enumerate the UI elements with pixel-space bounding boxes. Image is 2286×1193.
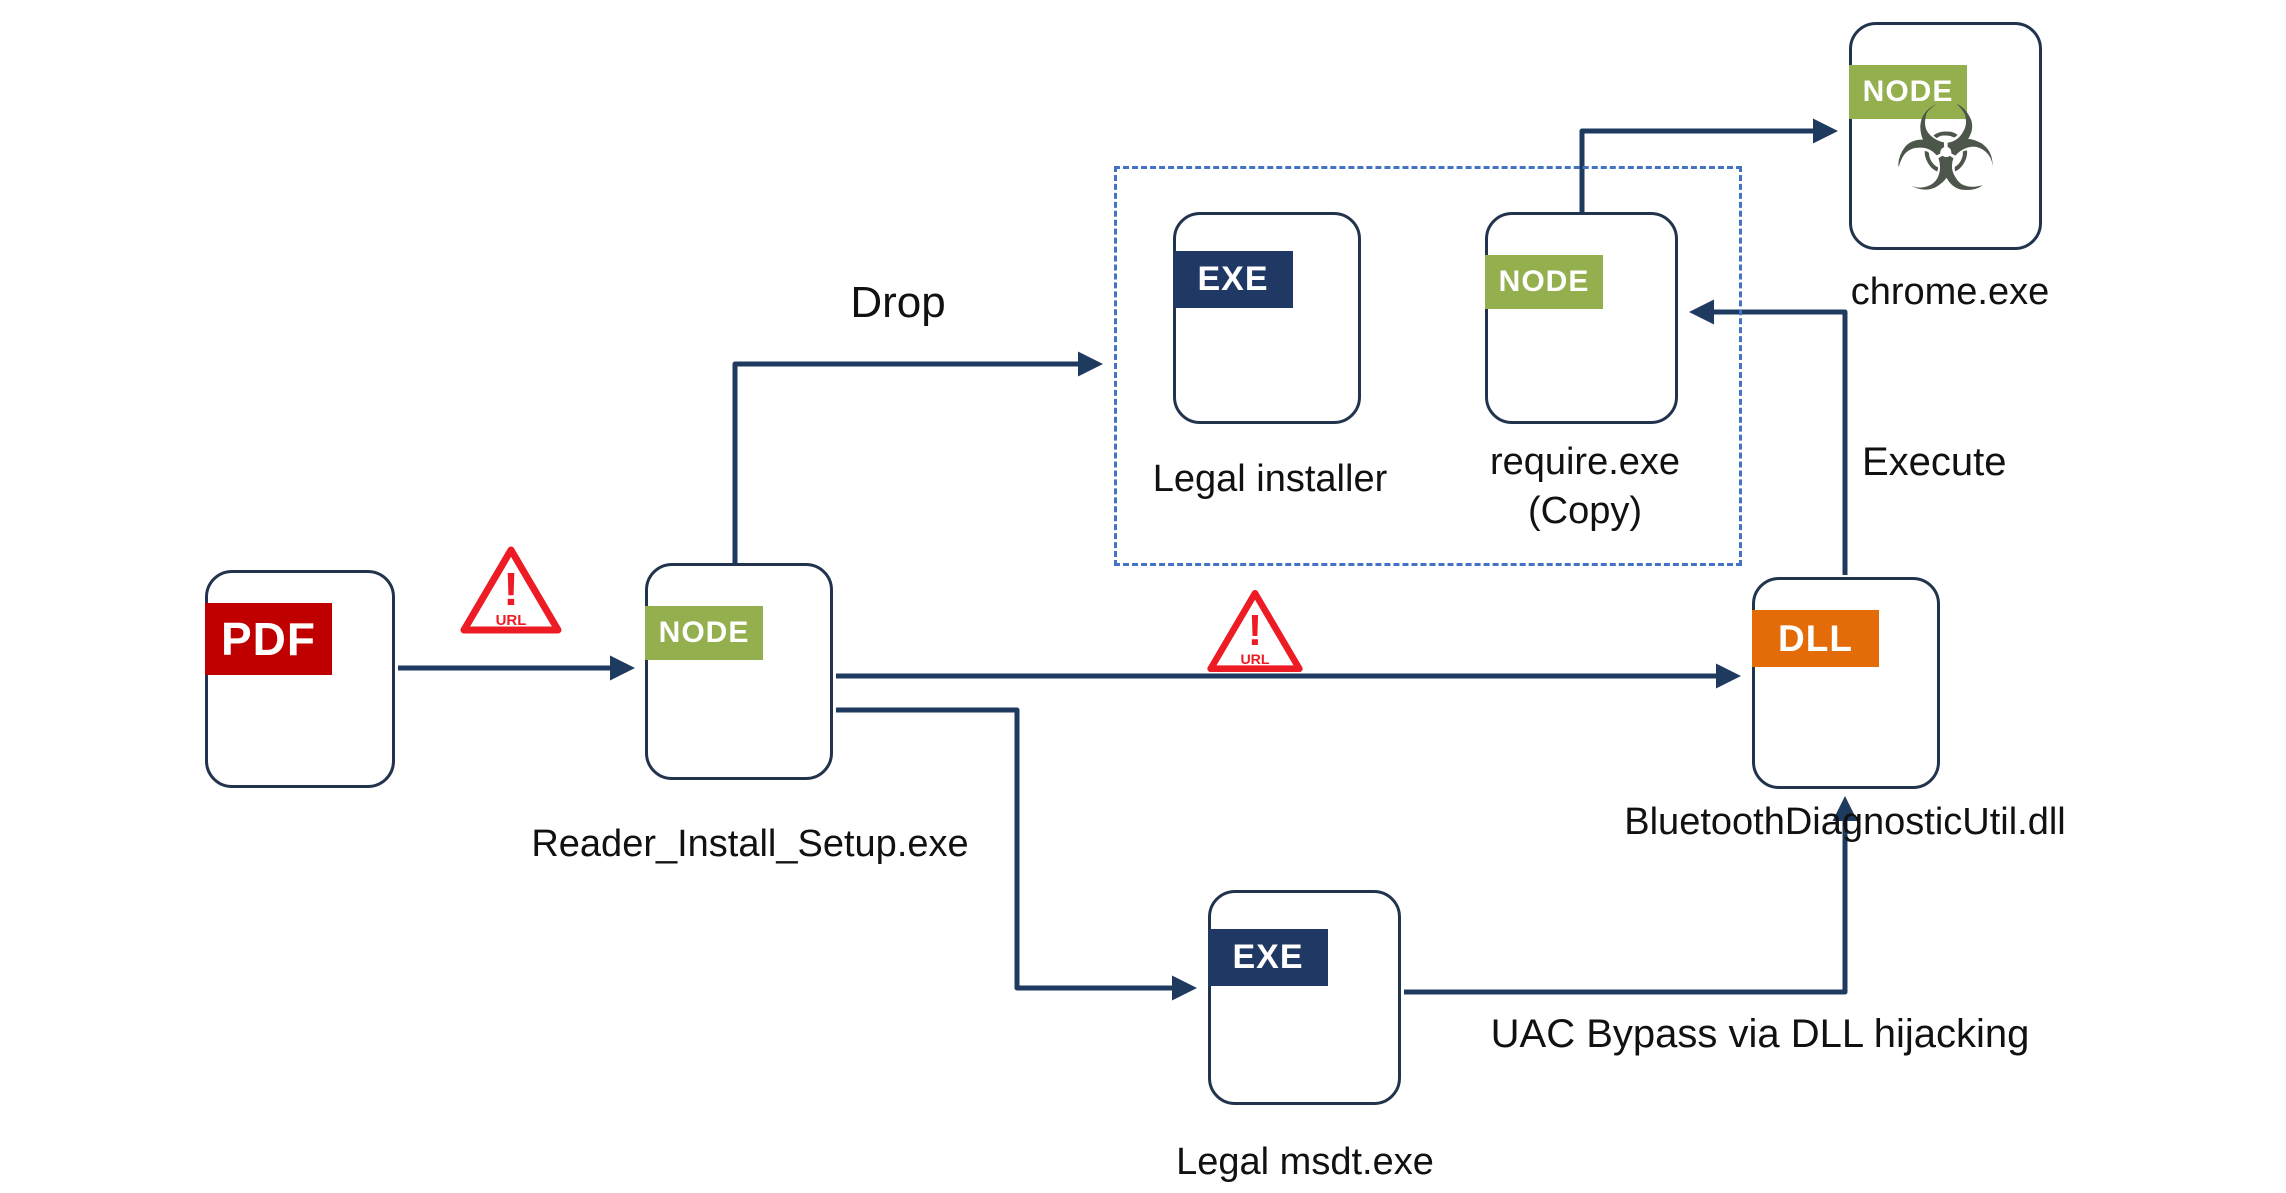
biohazard-icon: ☣ (1892, 84, 1999, 216)
url-warning-icon: ! URL (460, 546, 562, 634)
arrow-drop-to-region (732, 351, 1103, 566)
url-warning-icon: ! URL (1207, 589, 1303, 673)
reader-install-label: Reader_Install_Setup.exe (531, 823, 969, 865)
drop-edge-label: Drop (850, 278, 946, 327)
arrow-execute-dll-to-require (1689, 299, 1848, 575)
arrow-reader-to-msdt (836, 707, 1197, 1001)
uac-bypass-edge-label: UAC Bypass via DLL hijacking (1490, 1012, 2030, 1056)
dll-label: BluetoothDiagnosticUtil.dll (1624, 801, 2066, 843)
chrome-label: chrome.exe (1850, 271, 2050, 313)
require-copy-label: require.exe (Copy) (1445, 438, 1725, 537)
msdt-label: Legal msdt.exe (1176, 1141, 1434, 1183)
arrow-require-to-chrome (1579, 118, 1838, 214)
msdt-node: EXE (1208, 890, 1401, 1105)
node-badge: NODE (1849, 65, 1967, 119)
warning-triangle-shape (460, 546, 562, 634)
dll-badge: DLL (1752, 610, 1879, 667)
warning-caption: URL (1240, 651, 1269, 667)
require-copy-label-line1: require.exe (1489, 441, 1681, 483)
exe-badge: EXE (1173, 251, 1293, 308)
node-badge: NODE (645, 606, 763, 660)
warning-caption: URL (496, 612, 527, 629)
dll-node: DLL (1752, 577, 1940, 789)
chrome-node: NODE ☣ (1849, 22, 2042, 250)
execute-edge-label: Execute (1862, 440, 2007, 484)
warning-exclamation: ! (1248, 607, 1262, 655)
legal-installer-label: Legal installer (1152, 458, 1388, 500)
pdf-node: PDF (205, 570, 395, 788)
require-copy-label-line2: (Copy) (1527, 490, 1643, 533)
pdf-badge: PDF (205, 603, 332, 675)
require-copy-node: NODE (1485, 212, 1678, 424)
exe-badge: EXE (1208, 929, 1328, 986)
legal-installer-node: EXE (1173, 212, 1361, 424)
arrow-msdt-to-dll (1404, 796, 1858, 995)
dropped-files-region (1114, 166, 1742, 566)
warning-triangle-shape (1207, 589, 1303, 673)
node-badge: NODE (1485, 255, 1603, 309)
reader-install-node: NODE (645, 563, 833, 780)
warning-exclamation: ! (503, 563, 518, 615)
